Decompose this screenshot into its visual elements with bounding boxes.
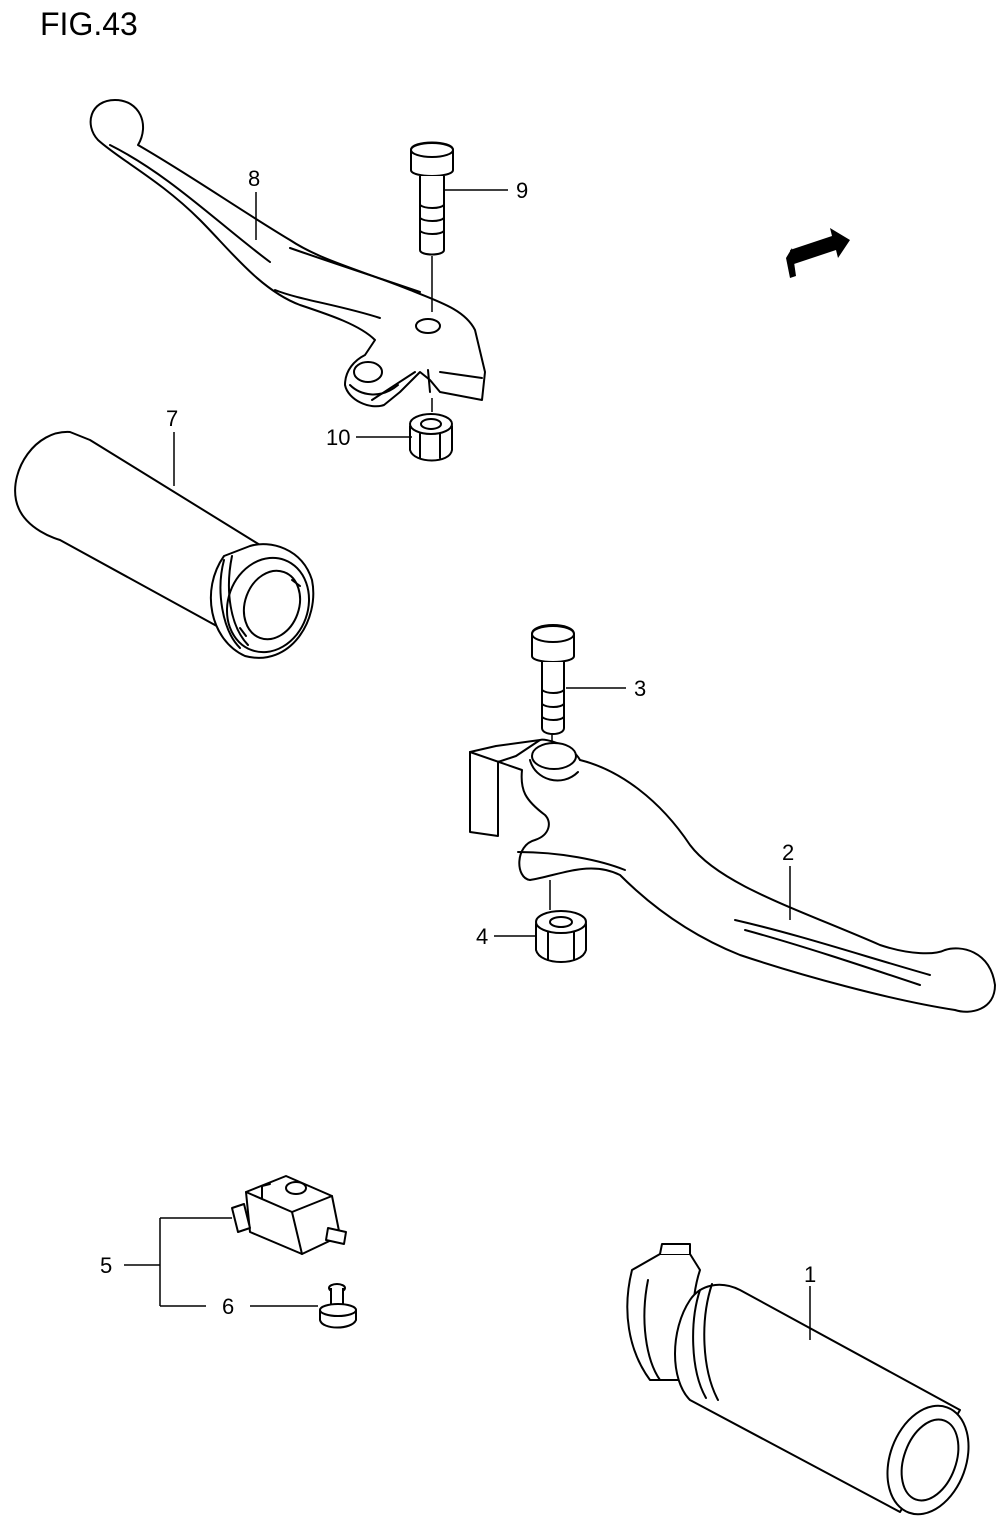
brake-lever-nut-drawing[interactable] [535,910,587,963]
callout-10: 10 [326,425,350,450]
clutch-lever-bolt-drawing[interactable] [410,141,454,313]
callout-7: 7 [166,406,178,431]
clutch-lever-drawing[interactable] [89,99,486,408]
callout-labels: 8 9 10 7 3 2 4 1 5 6 [100,166,816,1319]
clutch-lever-nut-drawing[interactable] [409,398,453,462]
callout-9: 9 [516,178,528,203]
left-grip-drawing[interactable] [14,430,322,664]
leader-lines [124,189,811,1340]
callout-4: 4 [476,924,488,949]
figure-title: FIG.43 [40,6,138,42]
callout-8: 8 [248,166,260,191]
throttle-grip-drawing[interactable] [626,1243,983,1524]
brake-lever-bolt-drawing[interactable] [531,624,575,735]
forward-direction-arrow: FWD [786,228,850,278]
callout-6: 6 [222,1294,234,1319]
callout-2: 2 [782,840,794,865]
callout-1: 1 [804,1262,816,1287]
brake-lever-drawing[interactable] [469,720,996,1013]
switch-screw-drawing[interactable] [319,1283,357,1329]
callout-3: 3 [634,676,646,701]
callout-5: 5 [100,1253,112,1278]
switch-assembly-drawing[interactable] [231,1175,347,1255]
